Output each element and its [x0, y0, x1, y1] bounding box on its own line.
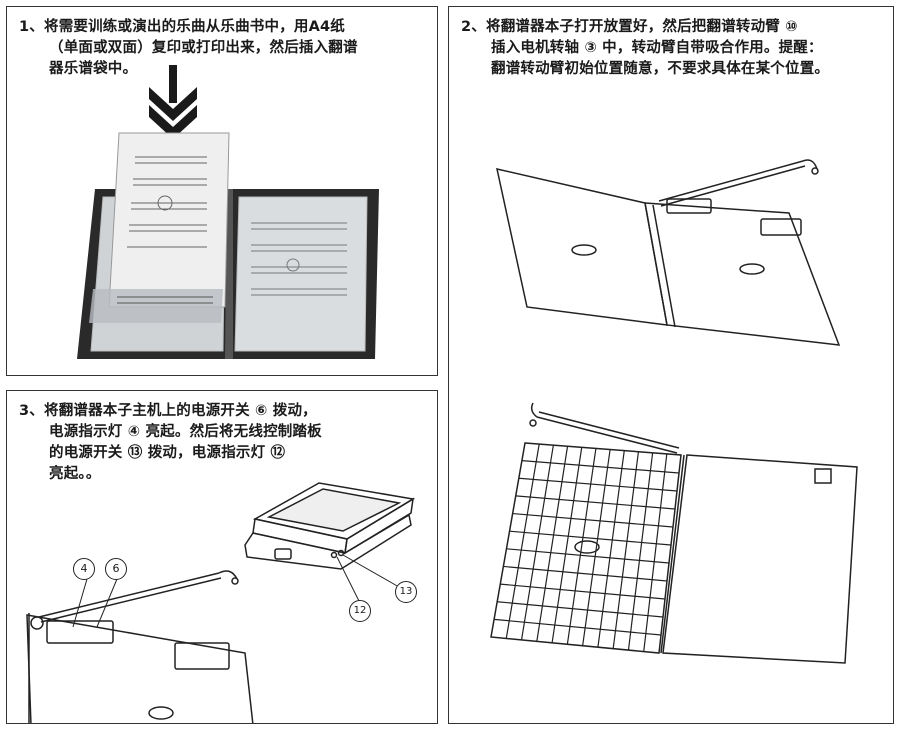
wireless-pedal: [244, 482, 416, 570]
callout-4: 4: [73, 558, 95, 580]
step-3-text: 3、将翻谱器本子主机上的电源开关 ⑥ 拨动， 电源指示灯 ④ 亮起。然后将无线控…: [19, 401, 419, 485]
step-2-line-1: 2、将翻谱器本子打开放置好，然后把翻谱转动臂 ⑩: [461, 19, 798, 35]
inserted-a4-sheet: [108, 132, 230, 308]
step-1-line-1: 1、将需要训练或演出的乐曲从乐曲书中，用A4纸: [19, 19, 345, 35]
grid-line: [582, 449, 611, 646]
callout-13: 13: [395, 581, 417, 603]
grid-line: [515, 495, 676, 510]
music-folder-illustration: [77, 65, 379, 359]
step-2-panel: 2、将翻谱器本子打开放置好，然后把翻谱转动臂 ⑩ 插入电机转轴 ③ 中，转动臂自…: [448, 6, 894, 724]
grid-line: [518, 477, 678, 492]
page-turner-setup-illustration: [490, 159, 858, 664]
grid-line: [503, 565, 668, 582]
step-2-line-2: 插入电机转轴 ③ 中，转动臂自带吸合作用。提醒：: [491, 40, 823, 56]
power-switch-illustration: [26, 482, 416, 723]
step-3-panel: 3、将翻谱器本子主机上的电源开关 ⑥ 拨动， 电源指示灯 ④ 亮起。然后将无线控…: [6, 390, 438, 724]
grid-line: [612, 451, 640, 649]
grid-line: [627, 452, 654, 651]
grid-line: [520, 445, 554, 641]
step-3-line-2: 电源指示灯 ④ 亮起。然后将无线控制踏板: [49, 424, 322, 440]
grid-line: [494, 618, 662, 636]
grid-line: [500, 583, 666, 600]
step-2-text: 2、将翻谱器本子打开放置好，然后把翻谱转动臂 ⑩ 插入电机转轴 ③ 中，转动臂自…: [461, 17, 889, 80]
step-1-text: 1、将需要训练或演出的乐曲从乐曲书中，用A4纸 （单面或双面）复印或打印出来，然…: [19, 17, 429, 80]
page-turner-book-closed-view: [496, 159, 841, 346]
grid-line: [597, 450, 625, 648]
step-2-line-3: 翻谱转动臂初始位置随意，不要求具体在某个位置。: [491, 61, 830, 77]
sheet-pocket: [89, 289, 223, 323]
step-3-line-1: 3、将翻谱器本子主机上的电源开关 ⑥ 拨动，: [19, 403, 317, 419]
right-sheet: [234, 196, 368, 352]
step-1-line-2: （单面或双面）复印或打印出来，然后插入翻谱: [49, 40, 358, 56]
grid-line: [506, 548, 670, 564]
grid-line: [536, 446, 569, 642]
grid-line: [497, 601, 664, 618]
page-guide-grid: [494, 443, 680, 652]
step-1-panel: 1、将需要训练或演出的乐曲从乐曲书中，用A4纸 （单面或双面）复印或打印出来，然…: [6, 6, 438, 376]
grid-line: [505, 443, 540, 639]
grid-line: [643, 453, 668, 652]
page-turner-book-open-view: [490, 402, 858, 664]
grid-line: [551, 447, 583, 643]
grid-line: [509, 530, 672, 546]
grid-line: [566, 448, 597, 645]
callout-6: 6: [105, 558, 127, 580]
page-turner-host: [26, 570, 254, 723]
grid-line: [521, 460, 680, 474]
step-3-line-4: 亮起。。: [49, 466, 101, 482]
grid-line: [512, 512, 674, 528]
step-3-line-3: 的电源开关 ⑬ 拨动，电源指示灯 ⑫: [49, 445, 286, 461]
callout-12: 12: [349, 600, 371, 622]
insert-arrow-icon: [149, 65, 197, 139]
step-1-line-3: 器乐谱袋中。: [49, 61, 138, 77]
